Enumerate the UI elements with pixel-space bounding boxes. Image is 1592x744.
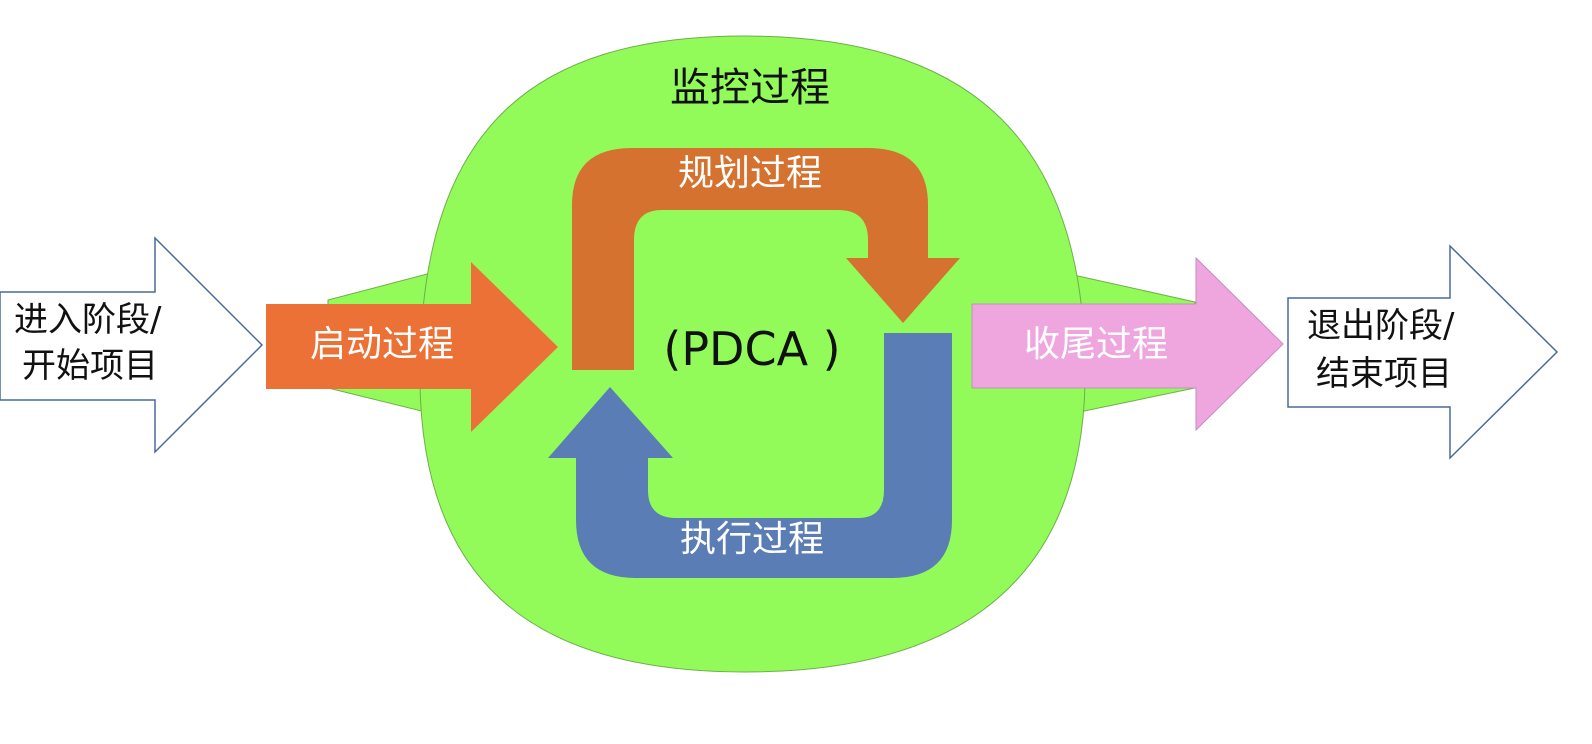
executing-arrow [548, 333, 952, 578]
enter-phase-label-line2: 开始项目 [22, 346, 158, 386]
closing-arrow [971, 256, 1284, 432]
closing-process-label: 收尾过程 [1024, 324, 1169, 365]
executing-process-label: 执行过程 [679, 519, 825, 560]
exit-phase-label-line2: 结束项目 [1316, 354, 1452, 394]
enter-phase-label-line1: 进入阶段/ [14, 300, 162, 340]
planning-process-label: 规划过程 [677, 153, 823, 194]
initiating-arrow [266, 262, 558, 432]
planning-arrow [572, 148, 960, 370]
enter-arrow [0, 236, 264, 454]
pdca-cycle-label: (PDCA ) [663, 322, 841, 376]
exit-arrow [1287, 244, 1559, 460]
monitoring-process-label: 监控过程 [670, 65, 830, 111]
initiating-process-label: 启动过程 [310, 324, 455, 365]
exit-phase-label-line1: 退出阶段/ [1307, 306, 1455, 346]
